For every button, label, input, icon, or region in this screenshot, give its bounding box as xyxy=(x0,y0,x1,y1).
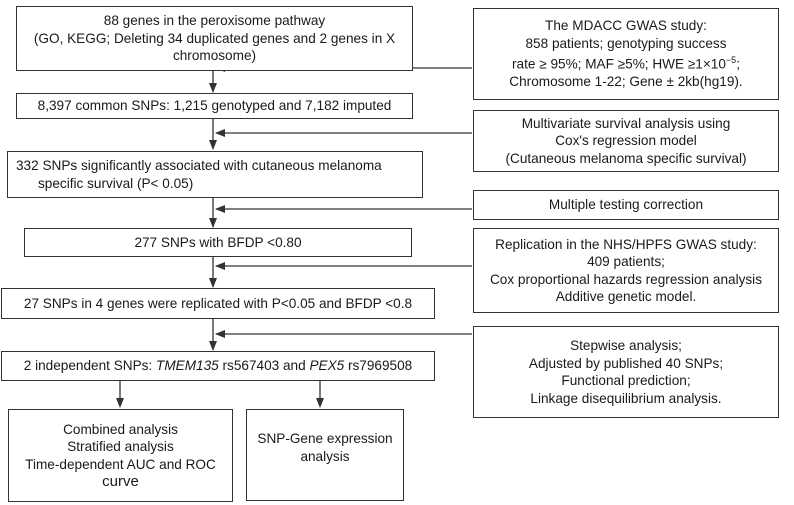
gwas-line4: Chromosome 1-22; Gene ± 2kb(hg19). xyxy=(509,74,743,90)
step5-box: 27 SNPs in 4 genes were replicated with … xyxy=(1,288,435,319)
gene1-name: TMEM135 xyxy=(156,358,219,374)
step1-line1: 88 genes in the peroxisome pathway xyxy=(103,13,326,29)
cox-line3: (Cutaneous melanoma specific survival) xyxy=(505,150,747,166)
out2-line1: SNP-Gene expression xyxy=(257,431,393,446)
step6-prefix: 2 independent SNPs: xyxy=(23,358,157,374)
out1-line1: Combined analysis xyxy=(63,421,178,437)
stepwise-box: Stepwise analysis; Adjusted by published… xyxy=(473,326,779,418)
gwas-line3-exponent: −5 xyxy=(725,55,737,66)
out1-line3: Time-dependent AUC and ROC xyxy=(25,456,216,472)
repl-line2: 409 patients; xyxy=(587,254,665,269)
out1-line4: curve xyxy=(102,473,139,490)
snp2-text: rs7969508 xyxy=(344,358,413,374)
step2-line1: 8,397 common SNPs: 1,215 genotyped and 7… xyxy=(37,98,392,114)
gwas-line3-main: rate ≥ 95%; MAF ≥5%; HWE ≥1×10 xyxy=(512,56,726,72)
step4-line1: 277 SNPs with BFDP <0.80 xyxy=(134,234,302,250)
out2-line2: analysis xyxy=(300,448,350,464)
cox-line2: Cox's regression model xyxy=(555,133,697,149)
repl-line1: Replication in the NHS/HPFS GWAS study: xyxy=(495,236,757,252)
gene2-name: PEX5 xyxy=(309,358,345,374)
step1-line3: chromosome) xyxy=(172,48,257,64)
step-line4: Linkage disequilibrium analysis. xyxy=(530,390,722,406)
cox-line1: Multivariate survival analysis using xyxy=(521,115,731,131)
step5-line1: 27 SNPs in 4 genes were replicated with … xyxy=(23,295,413,311)
step6-line1: 2 independent SNPs: TMEM135 rs567403 and… xyxy=(24,357,412,375)
step2-box: 8,397 common SNPs: 1,215 genotyped and 7… xyxy=(16,93,413,119)
step4-box: 277 SNPs with BFDP <0.80 xyxy=(24,228,412,257)
step-line1: Stepwise analysis; xyxy=(570,338,682,353)
snp1-text: rs567403 and xyxy=(218,358,310,374)
mtc-line1: Multiple testing correction xyxy=(548,197,704,213)
step6-box: 2 independent SNPs: TMEM135 rs567403 and… xyxy=(1,351,435,381)
step-line2: Adjusted by published 40 SNPs; xyxy=(528,355,724,371)
replication-box: Replication in the NHS/HPFS GWAS study: … xyxy=(473,228,779,313)
gwas-box: The MDACC GWAS study: 858 patients; geno… xyxy=(473,8,779,100)
step3-line1: 332 SNPs significantly associated with c… xyxy=(16,158,382,173)
output-box-2: SNP-Gene expression analysis xyxy=(246,409,404,501)
gwas-line2: 858 patients; genotyping success xyxy=(525,35,727,51)
mtc-box: Multiple testing correction xyxy=(473,190,779,220)
out1-line2: Stratified analysis xyxy=(67,439,174,454)
step1-box: 88 genes in the peroxisome pathway (GO, … xyxy=(16,6,413,71)
cox-box: Multivariate survival analysis using Cox… xyxy=(473,110,779,172)
output-box-1: Combined analysis Stratified analysis Ti… xyxy=(8,409,233,502)
gwas-line3: rate ≥ 95%; MAF ≥5%; HWE ≥1×10−5; xyxy=(512,52,740,73)
repl-line4: Additive genetic model. xyxy=(555,289,697,304)
gwas-line1: The MDACC GWAS study: xyxy=(545,18,707,34)
step3-line2: specific survival (P< 0.05) xyxy=(38,175,194,191)
step3-box: 332 SNPs significantly associated with c… xyxy=(7,151,423,198)
step1-line2: (GO, KEGG; Deleting 34 duplicated genes … xyxy=(33,30,396,46)
step-line3: Functional prediction; xyxy=(561,373,691,388)
repl-line3: Cox proportional hazards regression anal… xyxy=(489,271,762,287)
gwas-line3-end: ; xyxy=(736,56,740,72)
